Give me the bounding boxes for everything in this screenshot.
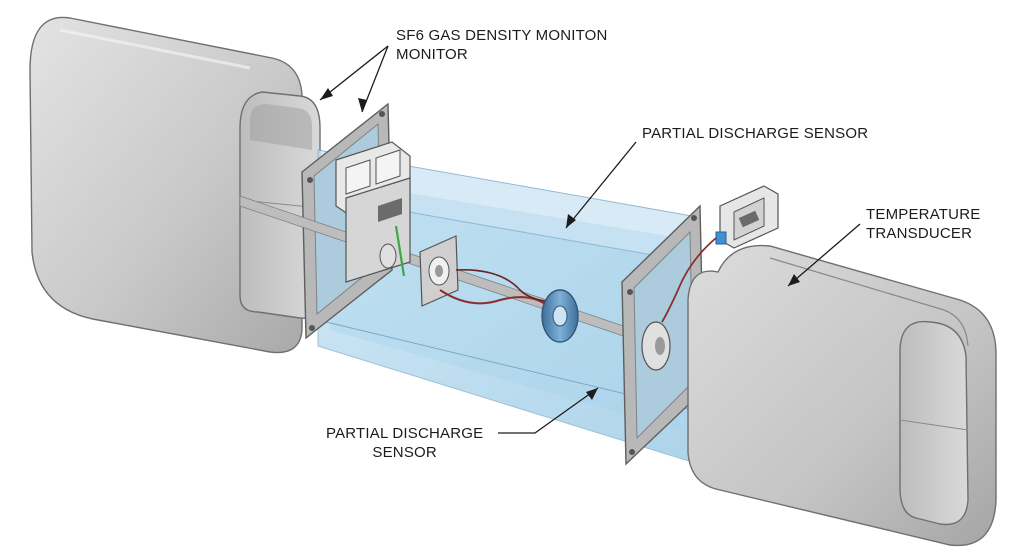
right-flange-bolt — [691, 215, 697, 221]
right-housing-opening — [899, 320, 969, 526]
leader-pd-top — [565, 141, 637, 229]
pd-sensor-top-label: PARTIAL DISCHARGE SENSOR — [642, 124, 868, 143]
leader-pd-bottom — [498, 387, 599, 434]
arrow-head — [320, 88, 333, 100]
arrow-head — [586, 388, 598, 400]
sf6-monitor-label-line1: SF6 GAS DENSITY MONITON — [396, 27, 608, 44]
pd-sensor-bottom-label-line1: PARTIAL DISCHARGE — [326, 425, 484, 442]
pd-sensor-top-label-line1: PARTIAL DISCHARGE SENSOR — [642, 125, 869, 142]
sf6-monitor-port — [345, 159, 371, 195]
pd-sensor-bottom-label-line2: SENSOR — [372, 444, 437, 461]
left-flange-bolt — [307, 177, 313, 183]
arrow-head — [566, 214, 576, 228]
right-housing — [687, 244, 997, 547]
left-housing-top-highlight — [59, 28, 251, 70]
temperature-transducer — [661, 185, 779, 323]
temperature-label-line1: TEMPERATURE — [866, 206, 981, 223]
leader-temperature — [787, 223, 861, 287]
right-flange-bolt — [627, 289, 633, 295]
pd-sensor-cable-2 — [455, 269, 553, 303]
arrow-head — [358, 98, 367, 112]
sf6-monitor-fitting — [379, 243, 397, 269]
sf6-monitor-connector — [378, 198, 402, 222]
left-flange-bolt — [379, 111, 385, 117]
temperature-label-line2: TRANSDUCER — [866, 225, 973, 242]
pd-sensor-ring — [541, 289, 579, 343]
arrow-head — [788, 274, 800, 286]
left-housing-opening — [239, 91, 321, 319]
left-flange-bolt — [309, 325, 315, 331]
leader-lines — [319, 45, 861, 434]
right-housing-rib — [769, 257, 969, 347]
temperature-transducer-label: TEMPERATURE TRANSDUCER — [866, 205, 980, 243]
glass-back-face — [330, 180, 680, 430]
left-housing-opening-shadow — [250, 104, 312, 150]
sf6-density-monitor — [335, 141, 411, 283]
pd-sensor-bracket — [419, 235, 459, 307]
leader-sf6-housing — [319, 45, 389, 101]
right-flange-bolt — [629, 449, 635, 455]
right-housing-inner-rib — [899, 419, 969, 431]
left-housing — [29, 16, 321, 354]
arrow-heads — [320, 88, 800, 400]
left-housing-body — [29, 16, 303, 354]
sf6-monitor-green-lead — [394, 225, 406, 277]
sf6-monitor-label: SF6 GAS DENSITY MONITON MONITOR — [396, 26, 608, 64]
right-flange — [621, 204, 705, 466]
sf6-monitor-label-line2: MONITOR — [396, 46, 468, 63]
sf6-monitor-port — [375, 149, 401, 185]
right-flange-hub-bore — [655, 337, 665, 355]
pd-sensor-bottom-label: PARTIAL DISCHARGE SENSOR — [326, 424, 483, 462]
